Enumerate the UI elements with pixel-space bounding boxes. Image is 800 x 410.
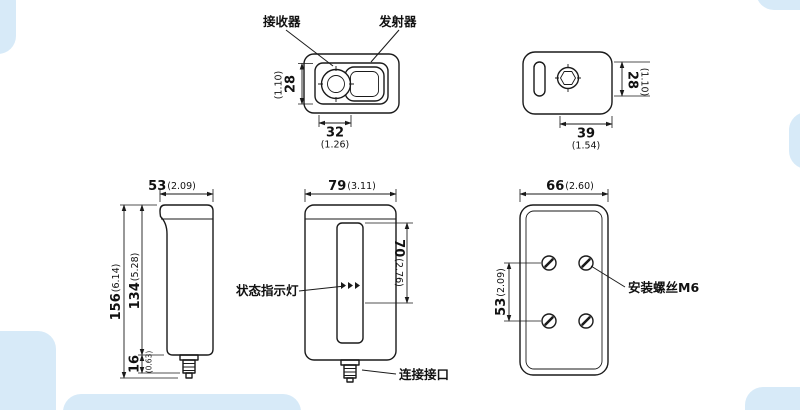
label-receiver: 接收器 bbox=[263, 14, 301, 29]
svg-text:70(2.76): 70(2.76) bbox=[392, 239, 407, 287]
svg-text:156(6.14): 156(6.14) bbox=[109, 264, 124, 321]
svg-text:53(2.09): 53(2.09) bbox=[148, 179, 196, 194]
svg-text:32: 32 bbox=[326, 126, 344, 141]
svg-text:(1.54): (1.54) bbox=[572, 141, 601, 152]
status-led-marks bbox=[341, 282, 360, 289]
dim-lens-width-32: 32 (1.26) bbox=[318, 115, 352, 151]
leader-receiver bbox=[285, 29, 334, 67]
optics-recess bbox=[314, 62, 389, 105]
side-connector-body bbox=[182, 359, 196, 374]
dim-total-height-156: 156(6.14) bbox=[109, 204, 178, 379]
dim-window-height-70: 70(2.76) bbox=[365, 222, 413, 304]
leader-mount-screw bbox=[590, 265, 626, 288]
svg-text:28: 28 bbox=[625, 71, 640, 89]
dim-side-width-53: 53(2.09) bbox=[148, 179, 214, 202]
back-inner-wall bbox=[525, 210, 603, 370]
svg-text:53(2.09): 53(2.09) bbox=[494, 268, 509, 316]
svg-text:(1.10): (1.10) bbox=[639, 68, 650, 97]
side-connector-knurl bbox=[183, 363, 195, 371]
label-mount-screw: 安装螺丝M6 bbox=[628, 280, 699, 295]
view-front: 79(3.11) 70(2.76) 状态指示灯 连接接口 bbox=[236, 179, 449, 383]
back-body bbox=[519, 204, 609, 376]
dim-optics-height-28: 28 (1.10) bbox=[274, 62, 313, 105]
transmitter-window-inner bbox=[350, 71, 379, 97]
svg-text:79(3.11): 79(3.11) bbox=[328, 179, 376, 194]
view-top-mounting: 28 (1.10) 39 (1.54) bbox=[522, 51, 650, 152]
dim-front-width-79: 79(3.11) bbox=[304, 179, 397, 202]
bg-blob-bottom-right bbox=[745, 387, 800, 410]
receiver-lens-inner bbox=[327, 75, 345, 93]
side-connector-tip bbox=[185, 372, 193, 379]
front-window bbox=[336, 222, 364, 344]
dim-body-height-134: 134(5.28) bbox=[128, 204, 164, 356]
lens-center-ticks bbox=[318, 66, 354, 102]
label-status-led: 状态指示灯 bbox=[236, 283, 299, 298]
leader-transmitter bbox=[370, 29, 400, 63]
front-connector-tip bbox=[346, 377, 354, 383]
side-connector-flange bbox=[179, 354, 199, 361]
dim-connector-16: 16 (0.63) bbox=[128, 351, 180, 374]
mount-shell bbox=[522, 51, 613, 115]
svg-text:134(5.28): 134(5.28) bbox=[128, 253, 143, 310]
svg-text:66(2.60): 66(2.60) bbox=[546, 179, 594, 194]
svg-text:16: 16 bbox=[128, 355, 143, 373]
bg-blob-right-mid bbox=[789, 112, 800, 169]
bg-blob-bottom-left bbox=[0, 331, 56, 410]
svg-text:28: 28 bbox=[284, 75, 299, 93]
side-body-outline bbox=[159, 204, 214, 356]
leader-connector bbox=[361, 369, 397, 375]
mount-holes bbox=[541, 255, 594, 329]
svg-text:(0.63): (0.63) bbox=[145, 351, 154, 374]
bolt-center-ticks bbox=[555, 64, 581, 92]
mount-hole bbox=[578, 313, 594, 329]
bg-blob-bottom-bar bbox=[63, 394, 301, 410]
svg-text:(1.26): (1.26) bbox=[321, 140, 350, 151]
label-transmitter: 发射器 bbox=[378, 14, 417, 29]
view-top-optics: 接收器 发射器 28 (1.10) 32 (1.26) bbox=[263, 14, 417, 151]
svg-text:39: 39 bbox=[577, 127, 595, 142]
mount-bolt-hex bbox=[560, 71, 576, 85]
svg-text:(1.10): (1.10) bbox=[274, 71, 285, 100]
dim-top-depth-39: 39 (1.54) bbox=[559, 116, 613, 152]
front-body bbox=[304, 204, 397, 361]
dim-hole-spacing-53: 53(2.09) bbox=[494, 262, 541, 322]
mount-hole bbox=[541, 313, 557, 329]
dim-back-width-66: 66(2.60) bbox=[519, 179, 609, 202]
view-back: 66(2.60) 53(2.09) 安装螺丝M6 bbox=[494, 179, 699, 376]
mount-slot bbox=[533, 61, 546, 97]
front-connector-flange bbox=[340, 359, 360, 366]
front-connector-knurl bbox=[344, 368, 356, 376]
dim-top-height-28: 28 (1.10) bbox=[614, 61, 650, 97]
view-side: 53(2.09) 156(6.14) 134(5.28) 16 (0.63) bbox=[109, 179, 214, 379]
leader-status-led bbox=[298, 285, 346, 292]
mount-hole bbox=[578, 255, 594, 271]
bg-blob-top-left bbox=[0, 0, 16, 54]
label-connector: 连接接口 bbox=[399, 367, 449, 382]
bg-blob-top-right bbox=[756, 0, 800, 10]
front-connector-body bbox=[343, 364, 357, 379]
mount-hole bbox=[541, 255, 557, 271]
